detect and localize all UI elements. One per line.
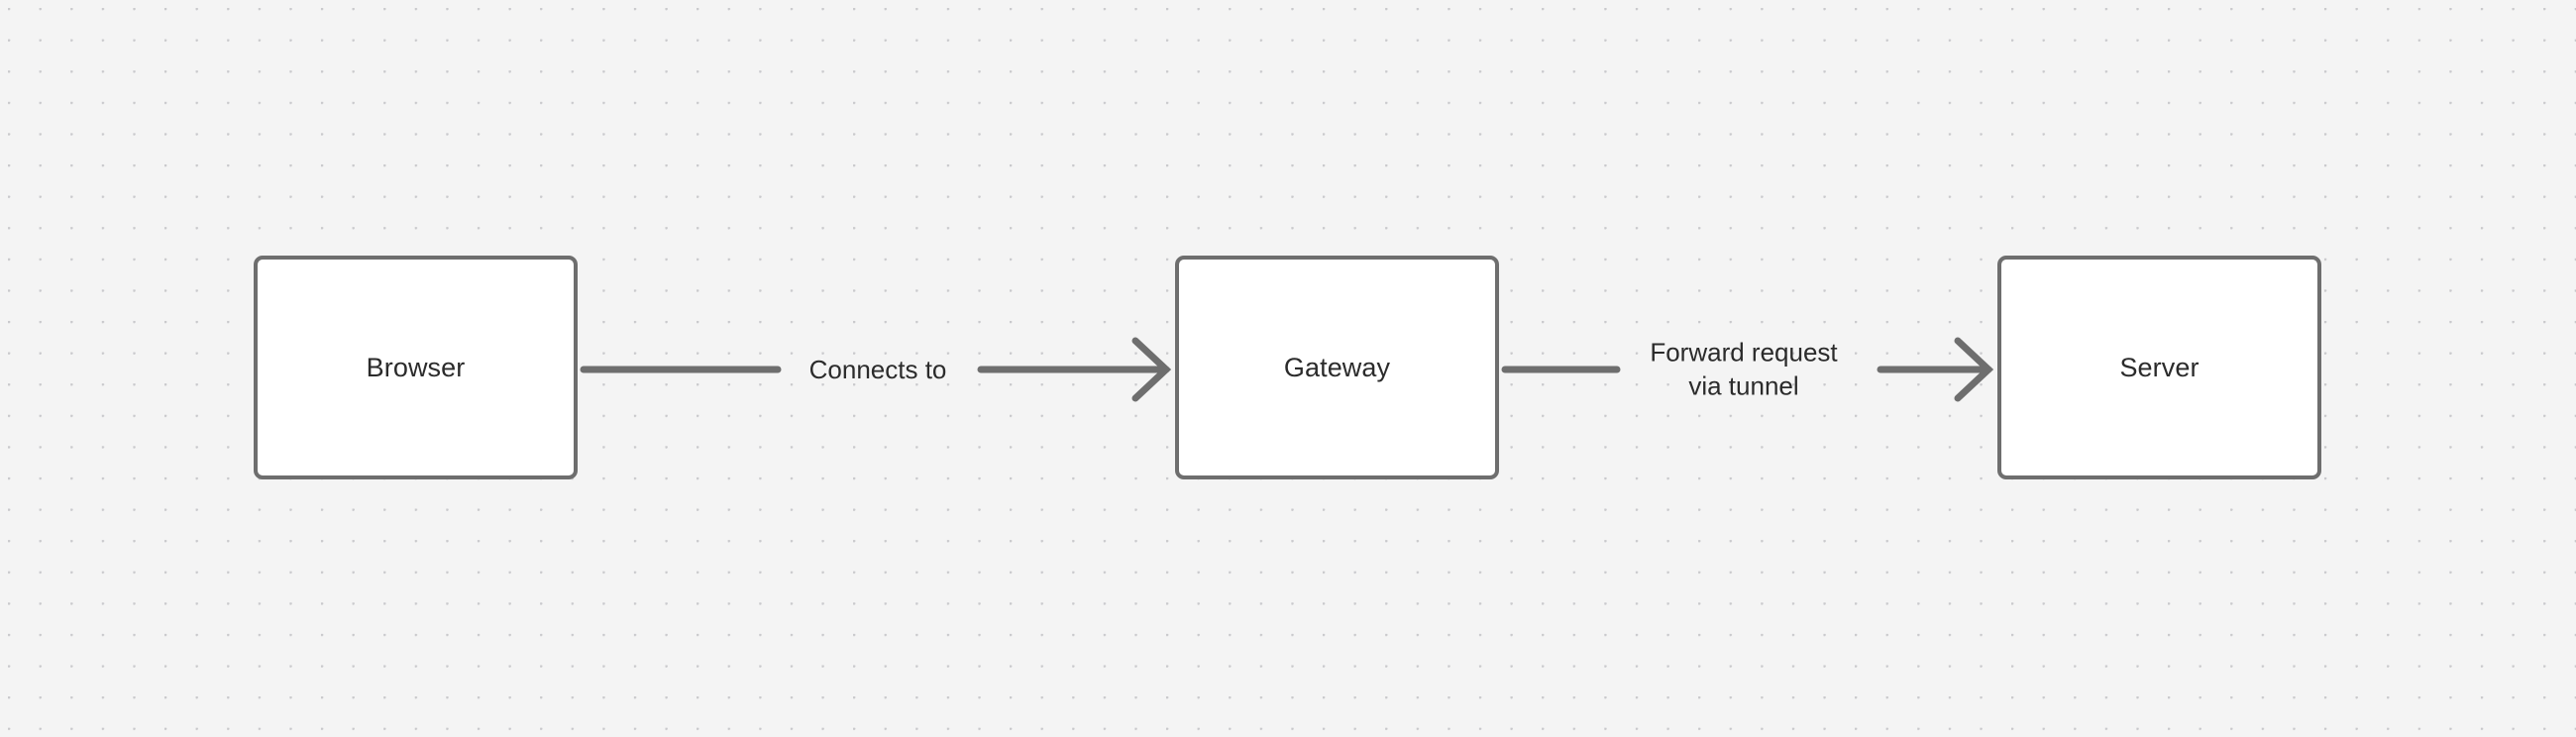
node-gateway[interactable]: Gateway bbox=[1175, 256, 1499, 479]
node-browser[interactable]: Browser bbox=[254, 256, 578, 479]
node-server[interactable]: Server bbox=[1997, 256, 2321, 479]
edge-1-arrowhead bbox=[1131, 337, 1172, 402]
node-gateway-label: Gateway bbox=[1283, 352, 1391, 382]
node-server-label: Server bbox=[2119, 352, 2200, 382]
edge-2-arrowhead bbox=[1954, 337, 1994, 402]
edge-label-forward-request-via-tunnel: Forward request via tunnel bbox=[1650, 337, 1838, 401]
edge-label-connects-to: Connects to bbox=[808, 354, 947, 384]
node-browser-label: Browser bbox=[366, 352, 466, 382]
